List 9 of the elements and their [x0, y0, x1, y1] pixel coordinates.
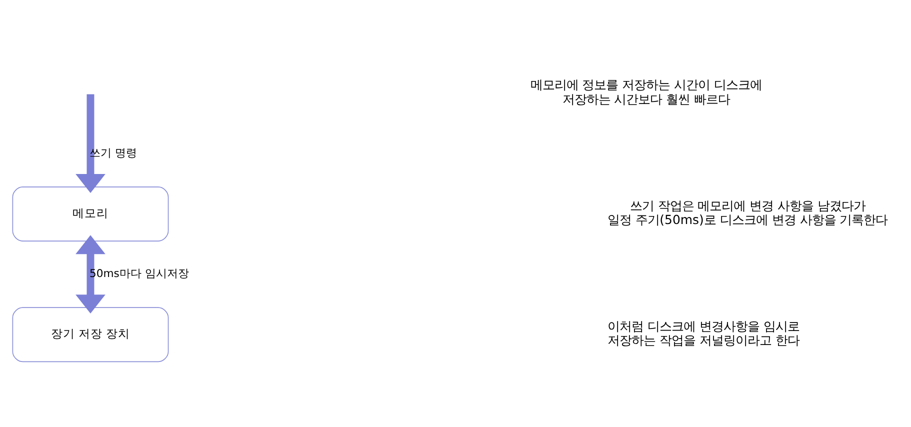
node-box: 메모리	[12, 186, 169, 241]
label: 쓰기 작업은 메모리에 변경 사항을 남겼다가 일정 주기(50ms)로 디스크에 변경 사항을 기록한다	[608, 197, 888, 226]
arrow	[76, 94, 106, 192]
label: 이처럼 디스크에 변경사항을 임시로 저장하는 작업을 저널링이라고 한다	[608, 318, 800, 348]
node-box: 장기 저장 장치	[12, 306, 169, 362]
edge-label: 쓰기 명령	[90, 146, 138, 160]
arrow	[76, 234, 106, 314]
label: 메모리에 정보를 저장하는 시간이 디스크에 저장하는 시간보다 훨씬 빠르다	[530, 76, 762, 106]
edge-label: 50ms마다 임시저장	[89, 266, 189, 280]
